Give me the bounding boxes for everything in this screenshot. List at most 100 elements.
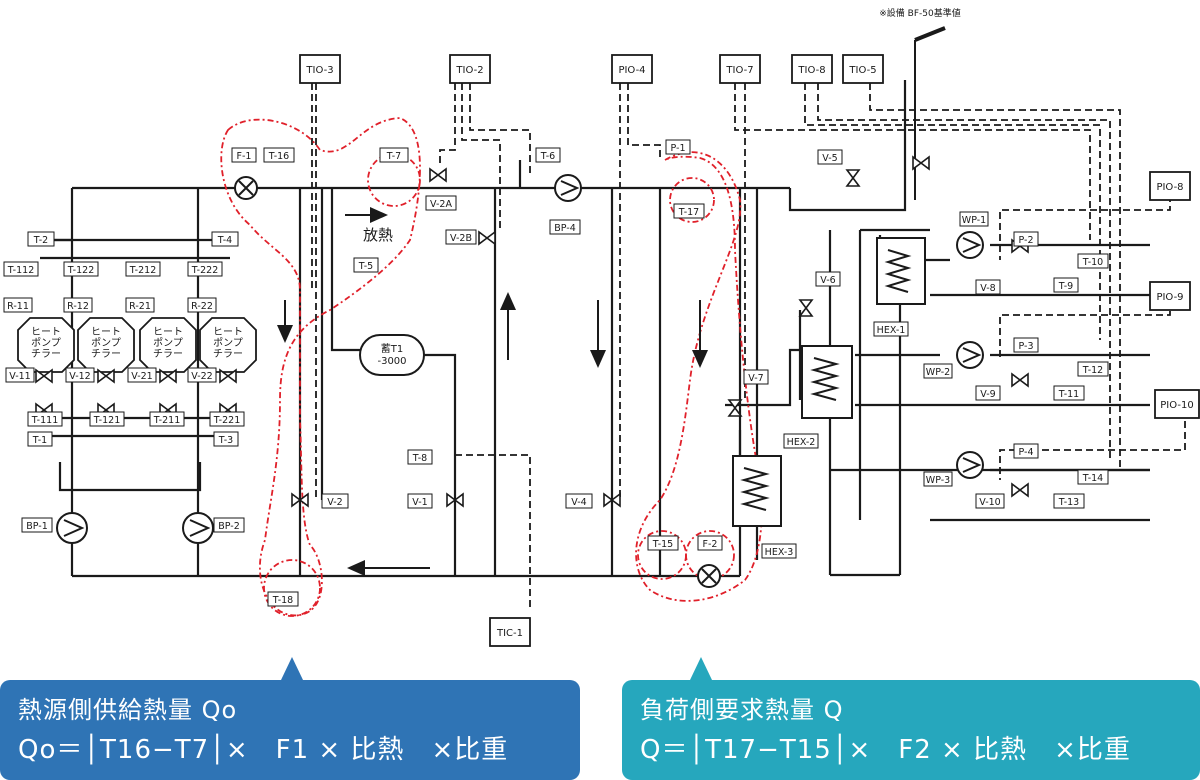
label-t13: T-13 (1058, 497, 1079, 508)
tag-tio5: TIO-5 (842, 54, 884, 84)
label-r22: R-22 (191, 301, 213, 312)
label-f2: F-2 (703, 539, 718, 550)
pump-wp3 (956, 451, 984, 479)
load-demand-callout: 負荷側要求熱量 Q Q＝│T17−T15│× F2 × 比熱 ×比重 (622, 680, 1200, 780)
label-p4: P-4 (1019, 447, 1034, 458)
load-demand-title: 負荷側要求熱量 Q (640, 696, 844, 724)
label-v5: V-5 (822, 153, 837, 164)
label-wp1: WP-1 (962, 215, 986, 226)
label-v7: V-7 (748, 373, 763, 384)
tag-note: ※設備 BF-50基準値 (870, 4, 970, 20)
flowmeter-f1 (234, 176, 258, 200)
label-v1: V-1 (412, 497, 427, 508)
tag-tic1-text: TIC-1 (496, 628, 523, 639)
label-r21: R-21 (129, 301, 151, 312)
label-p1: P-1 (671, 143, 686, 154)
label-v9: V-9 (980, 389, 995, 400)
component-labels: T-2 T-4 T-112 T-122 T-212 T-222 R-11 R-1… (3, 139, 1109, 607)
callout-right-pointer (690, 657, 712, 680)
hp-1 (17, 317, 75, 373)
label-p3: P-3 (1019, 341, 1034, 352)
heat-source-supply-title: 熱源側供給熱量 Qo (18, 696, 238, 724)
tag-tio7-text: TIO-7 (725, 65, 753, 76)
heat-source-supply-callout: 熱源側供給熱量 Qo Qo＝│T16−T7│× F1 × 比熱 ×比重 (0, 680, 580, 780)
label-v2b: V-2B (450, 233, 472, 244)
label-bp2: BP-2 (218, 521, 240, 532)
label-bp1: BP-1 (26, 521, 48, 532)
pump-bp4 (554, 174, 582, 202)
label-t9: T-9 (1058, 281, 1073, 292)
label-t17: T-17 (678, 207, 699, 218)
tag-pio9: PIO-9 (1149, 281, 1191, 311)
hp-label-3: ヒートポンプチラー (153, 326, 183, 360)
tag-boxes: TIO-3 TIO-2 PIO-4 TIO-7 TIO-8 TIO-5 PIO-… (299, 4, 1200, 647)
hp-4 (199, 317, 257, 373)
label-v2: V-2 (327, 497, 342, 508)
label-f1: F-1 (237, 151, 252, 162)
tag-tio3-text: TIO-3 (305, 65, 333, 76)
label-hex2: HEX-2 (787, 437, 816, 448)
label-t14: T-14 (1082, 473, 1103, 484)
label-t2: T-2 (33, 235, 48, 246)
label-p2: P-2 (1019, 235, 1034, 246)
label-t121: T-121 (93, 415, 121, 426)
label-hex1: HEX-1 (877, 325, 906, 336)
heat-pump-labels: ヒートポンプチラー ヒートポンプチラー ヒートポンプチラー ヒートポンプチラー (31, 326, 243, 360)
label-t3: T-3 (218, 435, 233, 446)
label-t5: T-5 (358, 261, 373, 272)
label-t10: T-10 (1082, 257, 1103, 268)
label-v11: V-11 (9, 371, 30, 382)
label-t11: T-11 (1058, 389, 1079, 400)
storage-tank: 蓄T1-3000 (359, 334, 425, 376)
hp-label-2: ヒートポンプチラー (91, 326, 121, 360)
heat-exchangers (732, 237, 926, 527)
flow-arrows (277, 207, 708, 576)
signal-lines (311, 83, 1186, 610)
label-v21: V-21 (131, 371, 152, 382)
pumps (56, 174, 984, 588)
tag-note-text: ※設備 BF-50基準値 (879, 7, 960, 19)
valves (35, 155, 1029, 508)
highlight-loops (220, 117, 763, 617)
label-t7: T-7 (386, 151, 401, 162)
tag-pio8: PIO-8 (1149, 171, 1191, 201)
load-demand-formula: Q＝│T17−T15│× F2 × 比熱 ×比重 (640, 735, 1131, 765)
tag-pio10: PIO-10 (1154, 389, 1200, 419)
label-t6: T-6 (540, 151, 555, 162)
label-r12: R-12 (67, 301, 89, 312)
tag-pio10-text: PIO-10 (1160, 400, 1193, 411)
label-v12: V-12 (69, 371, 90, 382)
tag-tio2: TIO-2 (449, 54, 491, 84)
tag-pio9-text: PIO-9 (1156, 292, 1183, 303)
pump-bp1 (56, 512, 88, 544)
label-t112: T-112 (7, 265, 35, 276)
tag-tio2-text: TIO-2 (455, 65, 483, 76)
hp-label-4: ヒートポンプチラー (213, 326, 243, 360)
hex-top (876, 237, 926, 305)
label-t211: T-211 (153, 415, 181, 426)
label-t4: T-4 (217, 235, 232, 246)
label-v2a: V-2A (430, 199, 452, 210)
hp-2 (77, 317, 135, 373)
tank-label: 蓄T1-3000 (377, 343, 406, 367)
label-release: 放熱 (363, 226, 393, 244)
tag-tio3: TIO-3 (299, 54, 341, 84)
tag-tio8-text: TIO-8 (797, 65, 825, 76)
flowmeter-f2 (697, 564, 721, 588)
label-v6: V-6 (820, 275, 835, 286)
label-t221: T-221 (213, 415, 241, 426)
hex-2 (732, 455, 782, 527)
tag-tio5-text: TIO-5 (848, 65, 876, 76)
tag-tio7: TIO-7 (719, 54, 761, 84)
hp-3 (139, 317, 197, 373)
label-t18: T-18 (272, 595, 293, 606)
label-wp2: WP-2 (926, 367, 950, 378)
label-v8: V-8 (980, 283, 995, 294)
label-t12: T-12 (1082, 365, 1103, 376)
label-v22: V-22 (191, 371, 212, 382)
tag-pio4: PIO-4 (611, 54, 653, 84)
hex-1 (801, 345, 853, 419)
label-t222: T-222 (191, 265, 219, 276)
label-bp4: BP-4 (554, 223, 576, 234)
